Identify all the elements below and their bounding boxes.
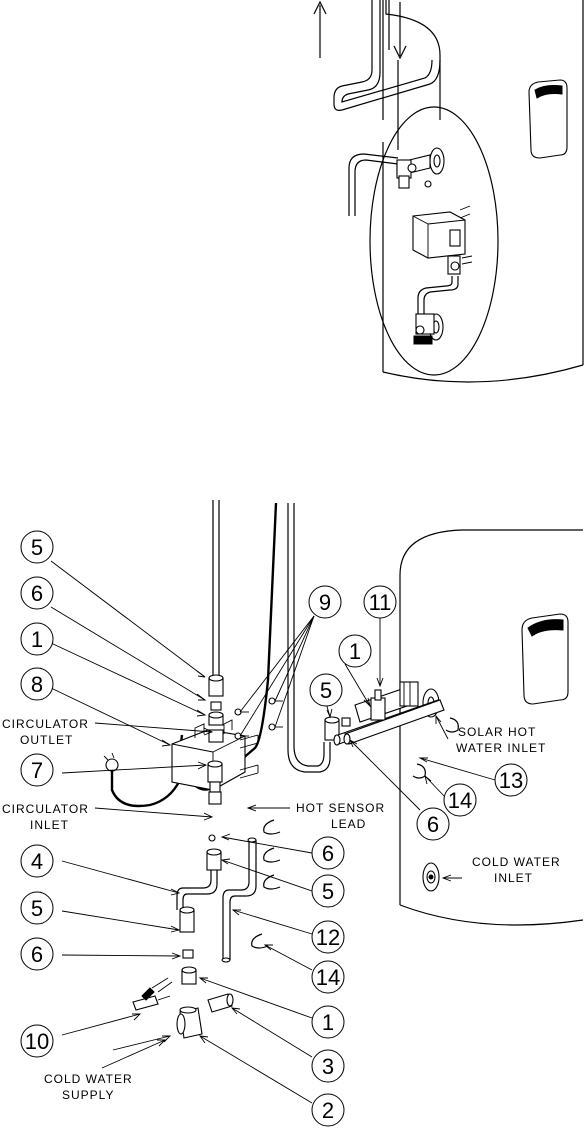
callout-1-top: 1 bbox=[20, 622, 54, 656]
callout-6-mid: 6 bbox=[311, 836, 345, 870]
overview-pipes bbox=[333, 0, 441, 216]
callout-13: 13 bbox=[494, 763, 528, 797]
svg-text:LEAD: LEAD bbox=[331, 817, 366, 831]
overview-illustration bbox=[313, 0, 584, 383]
label-cold-water-inlet: COLD WATER INLET bbox=[472, 855, 561, 885]
circulator-pump bbox=[171, 719, 259, 805]
callout-3: 3 bbox=[311, 1049, 345, 1083]
highlight-ellipse bbox=[369, 106, 499, 376]
flow-down-arrow bbox=[393, 2, 407, 60]
svg-text:COLD WATER: COLD WATER bbox=[44, 1072, 133, 1086]
label-solar-hot-water-inlet: SOLAR HOT WATER INLET bbox=[456, 725, 546, 755]
callout-6-right: 6 bbox=[416, 807, 450, 841]
svg-text:SOLAR HOT: SOLAR HOT bbox=[458, 725, 536, 739]
exploded-illustration bbox=[103, 500, 584, 1039]
callout-5-top: 5 bbox=[20, 530, 54, 564]
overview-circulator bbox=[412, 205, 473, 275]
leader-lines bbox=[50, 560, 496, 1104]
svg-text:12: 12 bbox=[316, 925, 340, 950]
callout-4: 4 bbox=[20, 844, 54, 878]
svg-text:5: 5 bbox=[322, 879, 334, 904]
label-hot-sensor-lead: HOT SENSOR LEAD bbox=[296, 801, 385, 831]
svg-text:4: 4 bbox=[31, 849, 43, 874]
tank-exploded bbox=[399, 529, 584, 926]
callout-7: 7 bbox=[20, 753, 54, 787]
callout-6-top: 6 bbox=[20, 576, 54, 610]
callout-12: 12 bbox=[311, 920, 345, 954]
solar-inlet-fittings bbox=[324, 681, 445, 746]
svg-text:CIRCULATOR: CIRCULATOR bbox=[2, 717, 89, 731]
callout-14-lower: 14 bbox=[311, 960, 345, 994]
callout-14-right: 14 bbox=[443, 783, 477, 817]
svg-text:OUTLET: OUTLET bbox=[20, 733, 73, 747]
overview-upper-valve bbox=[396, 147, 445, 189]
callout-5-right: 5 bbox=[309, 673, 343, 707]
svg-text:SUPPLY: SUPPLY bbox=[62, 1088, 114, 1102]
label-cold-water-supply: COLD WATER SUPPLY bbox=[44, 1072, 133, 1102]
supply-fittings-lower bbox=[132, 834, 257, 1039]
svg-text:CIRCULATOR: CIRCULATOR bbox=[2, 802, 89, 816]
overview-cold-inlet bbox=[413, 276, 459, 345]
callout-6-mid-left: 6 bbox=[20, 937, 54, 971]
svg-text:1: 1 bbox=[322, 1010, 334, 1035]
power-plug bbox=[103, 752, 119, 772]
svg-text:14: 14 bbox=[316, 965, 340, 990]
callout-8: 8 bbox=[20, 667, 54, 701]
callout-1-right: 1 bbox=[338, 634, 372, 668]
svg-text:6: 6 bbox=[322, 841, 334, 866]
svg-text:3: 3 bbox=[322, 1054, 334, 1079]
callout-5-mid-left: 5 bbox=[20, 891, 54, 925]
svg-text:1: 1 bbox=[349, 639, 361, 664]
svg-text:9: 9 bbox=[319, 590, 331, 615]
supply-fittings-upper bbox=[208, 674, 224, 726]
svg-text:COLD WATER: COLD WATER bbox=[472, 855, 561, 869]
callout-11: 11 bbox=[363, 585, 397, 619]
callout-1-lower: 1 bbox=[311, 1005, 345, 1039]
label-circulator-outlet: CIRCULATOR OUTLET bbox=[2, 717, 89, 747]
callout-9: 9 bbox=[308, 585, 342, 619]
svg-text:14: 14 bbox=[448, 788, 472, 813]
svg-text:6: 6 bbox=[31, 581, 43, 606]
svg-text:5: 5 bbox=[31, 896, 43, 921]
svg-text:5: 5 bbox=[320, 678, 332, 703]
svg-text:6: 6 bbox=[427, 812, 439, 837]
svg-text:7: 7 bbox=[31, 758, 43, 783]
svg-text:11: 11 bbox=[369, 590, 392, 615]
tank-overview bbox=[382, 0, 584, 383]
svg-text:13: 13 bbox=[499, 768, 523, 793]
svg-text:10: 10 bbox=[25, 1029, 49, 1054]
solar-return-pipe bbox=[287, 503, 331, 773]
svg-text:1: 1 bbox=[31, 627, 43, 652]
callout-2: 2 bbox=[311, 1093, 345, 1127]
callout-5-mid: 5 bbox=[311, 874, 345, 908]
supply-pipe bbox=[212, 500, 220, 678]
svg-text:5: 5 bbox=[31, 535, 43, 560]
callout-10: 10 bbox=[20, 1024, 54, 1058]
svg-text:2: 2 bbox=[322, 1098, 334, 1123]
label-circulator-inlet: CIRCULATOR INLET bbox=[2, 802, 89, 832]
mounting-screws bbox=[234, 697, 283, 740]
svg-text:INLET: INLET bbox=[30, 818, 69, 832]
svg-text:6: 6 bbox=[31, 942, 43, 967]
flow-up-arrow bbox=[313, 0, 327, 58]
svg-text:8: 8 bbox=[31, 672, 43, 697]
svg-text:WATER INLET: WATER INLET bbox=[456, 741, 546, 755]
svg-text:INLET: INLET bbox=[494, 871, 533, 885]
svg-text:HOT SENSOR: HOT SENSOR bbox=[296, 801, 385, 815]
